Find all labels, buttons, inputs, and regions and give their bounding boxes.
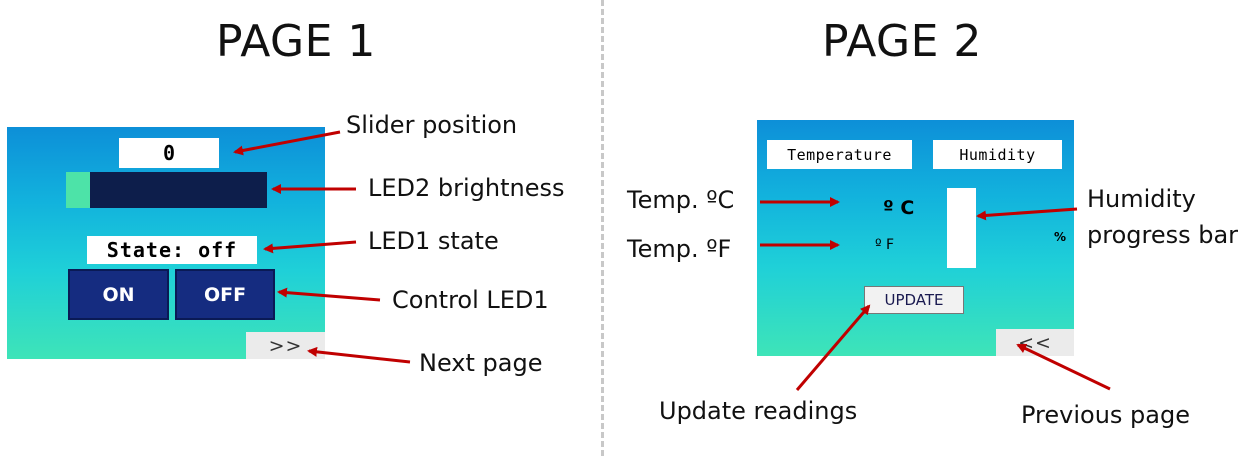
annotation-led2-brightness: LED2 brightness <box>368 174 565 202</box>
led2-brightness-slider[interactable] <box>66 172 267 208</box>
page1-title: PAGE 1 <box>216 16 376 67</box>
annotation-led1-state: LED1 state <box>368 227 499 255</box>
page2-title: PAGE 2 <box>822 16 982 67</box>
temp-f-unit: º F <box>875 237 895 253</box>
led1-off-button[interactable]: OFF <box>175 269 275 320</box>
annotation-humidity-bar-line1: Humidity <box>1087 185 1196 213</box>
led1-state-display: State: off <box>87 236 257 264</box>
temperature-header: Temperature <box>767 140 912 169</box>
page2-screen: Temperature Humidity º C º F % UPDATE << <box>757 120 1074 356</box>
annotation-update-readings: Update readings <box>659 397 858 425</box>
humidity-unit: % <box>1054 230 1067 244</box>
led1-on-button[interactable]: ON <box>68 269 169 320</box>
annotation-slider-position: Slider position <box>346 111 518 139</box>
arrow-led1-state <box>263 240 357 254</box>
temp-c-unit: º C <box>883 197 915 219</box>
slider-position-display: 0 <box>119 138 219 168</box>
page-divider <box>601 0 604 456</box>
arrow-next-page <box>307 346 411 364</box>
annotation-temp-f: Temp. ºF <box>627 235 732 263</box>
annotation-next-page: Next page <box>419 349 543 377</box>
arrow-previous-page <box>1016 343 1111 391</box>
arrow-humidity-bar <box>976 207 1078 221</box>
annotation-previous-page: Previous page <box>1021 401 1190 429</box>
led2-brightness-slider-fill <box>66 172 90 208</box>
annotation-humidity-bar-line2: progress bar <box>1087 221 1239 249</box>
annotation-control-led1: Control LED1 <box>392 286 549 314</box>
humidity-progress-bar <box>947 188 976 268</box>
annotation-temp-c: Temp. ºC <box>627 186 735 214</box>
page1-screen: 0 State: off ON OFF >> <box>7 127 325 359</box>
arrow-control-led1 <box>277 287 381 302</box>
arrow-update-readings <box>795 304 871 391</box>
arrow-slider-position <box>233 130 341 156</box>
update-button[interactable]: UPDATE <box>864 286 964 314</box>
humidity-header: Humidity <box>933 140 1062 169</box>
